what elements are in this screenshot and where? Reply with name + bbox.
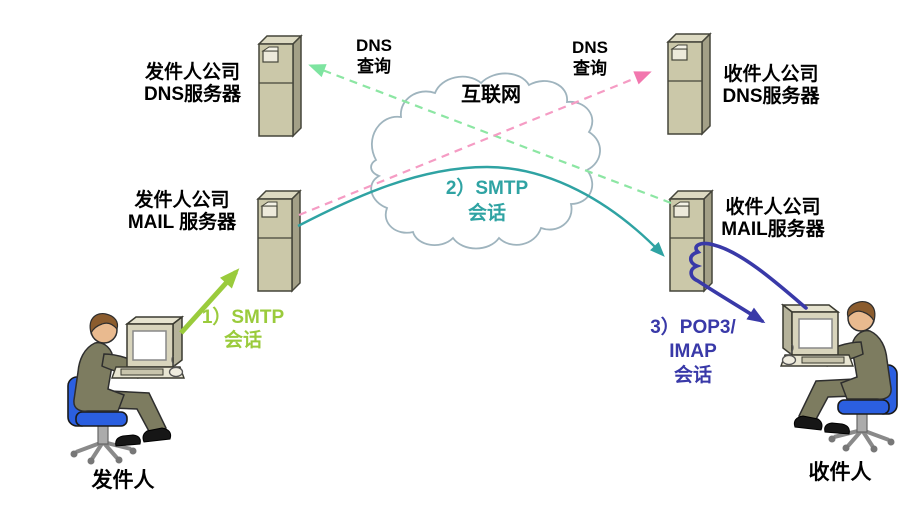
smtp1-line2: 会话 xyxy=(223,330,262,351)
pop3-line2: IMAP xyxy=(669,341,717,362)
sender-dns-line1: 发件人公司 xyxy=(144,62,240,83)
smtp-submit-arrow xyxy=(179,268,240,335)
receiver-dns-line2: DNS服务器 xyxy=(722,86,820,107)
dns-query-right-arrow xyxy=(298,71,652,217)
receiver-dns-server-icon xyxy=(667,33,711,135)
receiver-person-icon xyxy=(779,299,899,455)
smtp-session-arrow xyxy=(297,165,665,257)
sender-dns-server-icon xyxy=(258,35,302,137)
dns-query-right-label: DNS 查询 xyxy=(560,37,620,79)
receiver-dns-server-label: 收件人公司 DNS服务器 xyxy=(705,64,837,108)
smtp2-session-label: 2）SMTP 会话 xyxy=(426,176,548,226)
sender-mail-line1: 发件人公司 xyxy=(134,190,230,211)
internet-cloud-icon xyxy=(370,72,601,250)
sender-dns-line2: DNS服务器 xyxy=(143,84,242,105)
smtp1-session-label: 1）SMTP 会话 xyxy=(182,306,304,352)
receiver-dns-line1: 收件人公司 xyxy=(723,64,819,85)
receiver-mail-server-label: 收件人公司 MAIL服务器 xyxy=(707,197,839,241)
receiver-label: 收件人 xyxy=(808,461,872,484)
sender-mail-server-icon xyxy=(257,190,301,292)
dns-query-left-label: DNS 查询 xyxy=(344,35,404,77)
dns-query-right-line1: DNS xyxy=(572,38,608,57)
internet-cloud-label: 互联网 xyxy=(461,84,521,106)
dns-query-left-line2: 查询 xyxy=(357,57,391,76)
pop3-line3: 会话 xyxy=(673,365,712,386)
smtp2-line2: 会话 xyxy=(467,203,506,224)
pop3-imap-arrow xyxy=(688,241,808,324)
sender-person-icon xyxy=(66,311,186,467)
pop3-imap-session-label: 3）POP3/ IMAP 会话 xyxy=(632,316,754,388)
dns-query-right-line2: 查询 xyxy=(573,59,607,78)
sender-dns-server-label: 发件人公司 DNS服务器 xyxy=(125,62,260,106)
receiver-mail-line2: MAIL服务器 xyxy=(721,219,825,240)
dns-query-left-line1: DNS xyxy=(356,36,392,55)
sender-mail-server-label: 发件人公司 MAIL 服务器 xyxy=(118,190,246,234)
smtp1-line1: 1）SMTP xyxy=(201,307,285,328)
sender-label: 发件人 xyxy=(91,469,155,492)
smtp2-line1: 2）SMTP xyxy=(445,178,529,199)
pop3-line1: 3）POP3/ xyxy=(650,317,736,338)
receiver-mail-line1: 收件人公司 xyxy=(725,197,821,218)
sender-mail-line2: MAIL 服务器 xyxy=(127,212,237,233)
